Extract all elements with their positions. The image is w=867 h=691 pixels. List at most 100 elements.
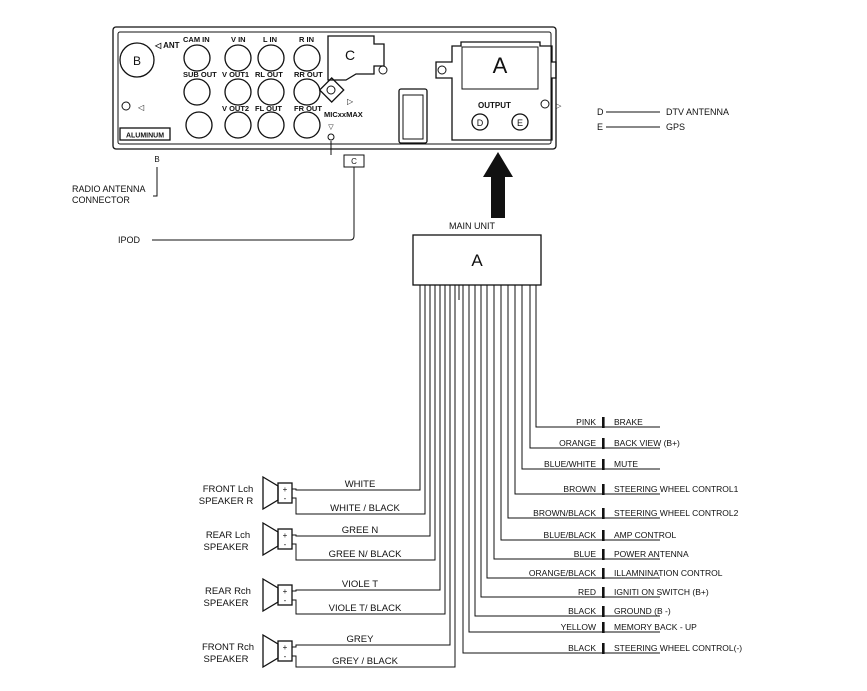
wire-function-label: GROUND (B -) bbox=[614, 606, 671, 616]
wire-color-label: BROWN/BLACK bbox=[533, 508, 596, 518]
wire-color-label: BLACK bbox=[568, 606, 596, 616]
wire-function-label: STEERING WHEEL CONTROL2 bbox=[614, 508, 739, 518]
speaker-wire-negative bbox=[292, 285, 436, 561]
speaker-name: REAR Lch bbox=[206, 530, 250, 541]
output-a-label: A bbox=[493, 53, 508, 78]
main-harness-connector: MAIN UNIT A bbox=[412, 221, 542, 286]
port-rl-out-label: RL OUT bbox=[255, 70, 283, 79]
speaker-cone-icon bbox=[262, 577, 279, 613]
jack-cam-in bbox=[183, 44, 211, 72]
speaker-wire-positive bbox=[292, 285, 421, 491]
speaker-wire-negative bbox=[292, 285, 446, 615]
power-wire-line bbox=[474, 285, 660, 617]
power-wire-line bbox=[529, 285, 660, 449]
wire-color-label: BLACK bbox=[568, 643, 596, 653]
wire-color-label: BROWN bbox=[563, 484, 596, 494]
wire-divider-mark bbox=[602, 417, 605, 428]
speaker-wire-positive-label: WHITE bbox=[345, 479, 376, 490]
port-ant-label: ◁ ANT bbox=[154, 41, 180, 50]
port-r-in-label: R IN bbox=[299, 35, 314, 44]
connector-a-box bbox=[412, 234, 542, 286]
screw-hole-c bbox=[378, 65, 388, 75]
wire-divider-mark bbox=[602, 587, 605, 598]
power-wire-line bbox=[480, 285, 660, 598]
arrow-shaft bbox=[491, 176, 505, 218]
mic-arrow: ▷ bbox=[347, 97, 354, 106]
speaker-wire-positive bbox=[292, 285, 431, 537]
wire-divider-mark bbox=[602, 530, 605, 541]
speaker-wire-positive bbox=[292, 285, 441, 592]
speaker-cone-icon bbox=[262, 521, 279, 557]
speaker-terminal-box bbox=[277, 528, 293, 550]
wire-divider-mark bbox=[602, 549, 605, 560]
speaker-name: FRONT Lch bbox=[203, 484, 254, 495]
speaker-wire-negative-label: GREE N/ BLACK bbox=[329, 549, 403, 560]
jack-v-out2 bbox=[224, 111, 252, 139]
output-label: OUTPUT bbox=[478, 101, 511, 110]
wire-color-label: PINK bbox=[576, 417, 596, 427]
mic-jack bbox=[318, 77, 345, 103]
power-wire-line bbox=[514, 285, 660, 495]
wire-divider-mark bbox=[602, 459, 605, 470]
screw-hole-output-left bbox=[437, 65, 447, 75]
power-wire-line bbox=[507, 285, 660, 519]
wire-function-label: ILLAMNINATION CONTROL bbox=[614, 568, 723, 578]
head-unit-rear-panel: B ◁ ANT ◁ CAM IN V IN L IN R IN SUB OUT … bbox=[112, 26, 562, 150]
mic-triangle: ▽ bbox=[328, 124, 334, 131]
wire-function-label: AMP CONTROL bbox=[614, 530, 676, 540]
speaker-wire-negative-label: WHITE / BLACK bbox=[330, 503, 400, 514]
wire-function-label: BACK VIEW (B+) bbox=[614, 438, 680, 448]
jack-e-label: E bbox=[517, 118, 523, 128]
speaker-terminal-box bbox=[277, 482, 293, 504]
wire-function-label: POWER ANTENNA bbox=[614, 549, 689, 559]
wire-divider-mark bbox=[602, 568, 605, 579]
wire-function-label: STEERING WHEEL CONTROL1 bbox=[614, 484, 739, 494]
arrow-head bbox=[483, 152, 513, 177]
speaker-wire-negative bbox=[292, 285, 456, 668]
speaker-wire-negative-label: GREY / BLACK bbox=[332, 656, 398, 667]
port-mic-label: MICxxMAX bbox=[324, 110, 363, 119]
jack-v-out1 bbox=[224, 78, 252, 106]
speaker-wire-negative bbox=[292, 285, 426, 515]
power-wire-line bbox=[500, 285, 660, 541]
terminal-minus: - bbox=[284, 494, 287, 503]
wire-divider-mark bbox=[602, 622, 605, 633]
jack-fr-out bbox=[293, 111, 321, 139]
unit-inner-outline bbox=[117, 31, 552, 145]
wire-divider-mark bbox=[602, 643, 605, 654]
callout-b-tag: B bbox=[154, 155, 159, 164]
screw-hole-left bbox=[121, 101, 131, 111]
terminal-minus: - bbox=[284, 596, 287, 605]
speaker-cone-icon bbox=[262, 633, 279, 669]
port-v-in-label: V IN bbox=[231, 35, 246, 44]
reset-hole bbox=[327, 133, 335, 141]
power-wire-line bbox=[521, 285, 660, 470]
port-v-out1-label: V OUT1 bbox=[222, 70, 249, 79]
terminal-plus: + bbox=[283, 531, 288, 540]
output-connector-housing bbox=[435, 41, 557, 141]
radio-antenna-connector-label: CONNECTOR bbox=[72, 195, 130, 205]
wire-color-label: BLUE/WHITE bbox=[544, 459, 596, 469]
output-connector-a bbox=[461, 46, 539, 90]
wire-divider-mark bbox=[602, 484, 605, 495]
speaker-name-line2: SPEAKER R bbox=[199, 496, 254, 507]
jack-rr-out bbox=[293, 78, 321, 106]
port-fl-out-label: FL OUT bbox=[255, 104, 282, 113]
gps-label: GPS bbox=[666, 122, 685, 132]
fuse bbox=[402, 94, 424, 140]
wire-color-label: BLUE/BLACK bbox=[544, 530, 597, 540]
jack-d bbox=[471, 113, 489, 131]
terminal-minus: - bbox=[284, 652, 287, 661]
port-sub-out-label: SUB OUT bbox=[183, 70, 217, 79]
port-fr-out-label: FR OUT bbox=[294, 104, 322, 113]
wire-function-label: STEERING WHEEL CONTROL(-) bbox=[614, 643, 742, 653]
ipod-connector-c bbox=[327, 35, 385, 81]
power-wire-line bbox=[535, 285, 660, 428]
jack-rl-out bbox=[257, 78, 285, 106]
wire-divider-mark bbox=[602, 438, 605, 449]
